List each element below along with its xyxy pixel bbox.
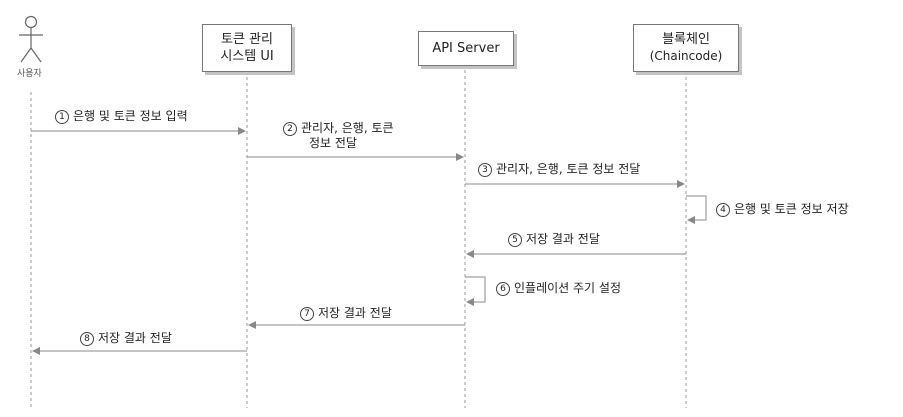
stick-figure-icon xyxy=(19,15,43,63)
step-number-3: 3 xyxy=(478,163,492,177)
participant-token-ui: 토큰 관리 시스템 UI xyxy=(202,24,292,72)
message-label-6: 6 인플레이션 주기 설정 xyxy=(496,281,621,296)
message-label-4: 4 은행 및 토큰 정보 저장 xyxy=(716,202,849,217)
participant-blockchain-line1: 블록체인 xyxy=(662,32,710,47)
message-arrow-6 xyxy=(465,276,486,306)
message-label-5: 5 저장 결과 전달 xyxy=(508,232,600,247)
step-number-8: 8 xyxy=(80,332,94,346)
actor-label: 사용자 xyxy=(17,69,42,79)
participant-blockchain-line2: (Chaincode) xyxy=(649,49,723,63)
message-text-5: 저장 결과 전달 xyxy=(526,232,600,246)
message-arrow-4 xyxy=(686,195,707,224)
message-text-8: 저장 결과 전달 xyxy=(98,331,172,345)
participant-api-server-label: API Server xyxy=(432,41,500,56)
step-number-6: 6 xyxy=(496,282,510,296)
step-number-7: 7 xyxy=(300,307,314,321)
message-text-6: 인플레이션 주기 설정 xyxy=(514,281,621,295)
message-label-1: 1 은행 및 토큰 정보 입력 xyxy=(55,109,188,124)
step-number-5: 5 xyxy=(508,233,522,247)
message-text-4: 은행 및 토큰 정보 저장 xyxy=(734,202,849,216)
participant-token-ui-line2: 시스템 UI xyxy=(220,49,274,64)
message-text-3: 관리자, 은행, 토큰 정보 전달 xyxy=(496,162,641,176)
message-text-7: 저장 결과 전달 xyxy=(318,306,392,320)
participant-api-server: API Server xyxy=(418,31,514,66)
step-number-1: 1 xyxy=(55,110,69,124)
message-label-3: 3 관리자, 은행, 토큰 정보 전달 xyxy=(478,162,640,177)
message-text-2: 관리자, 은행, 토큰 xyxy=(301,121,394,135)
message-label-2: 2 관리자, 은행, 토큰 정보 전달 xyxy=(283,121,394,151)
step-number-2: 2 xyxy=(283,122,297,136)
step-number-4: 4 xyxy=(716,203,730,217)
message-text-2-line2: 정보 전달 xyxy=(309,136,357,150)
message-label-8: 8 저장 결과 전달 xyxy=(80,331,172,346)
participant-token-ui-line1: 토큰 관리 xyxy=(221,32,273,47)
participant-blockchain: 블록체인 (Chaincode) xyxy=(633,24,739,72)
message-text-1: 은행 및 토큰 정보 입력 xyxy=(73,109,188,123)
message-label-7: 7 저장 결과 전달 xyxy=(300,306,392,321)
